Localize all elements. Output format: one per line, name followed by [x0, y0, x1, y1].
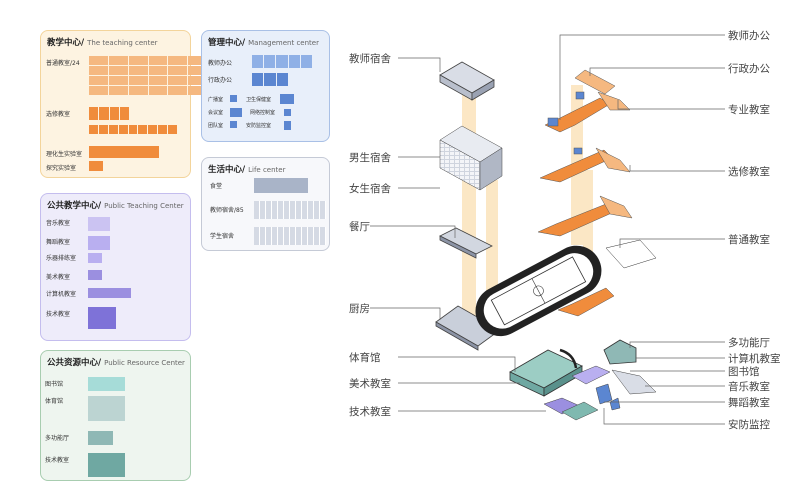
callout-computer-room: 计算机教室	[728, 353, 781, 365]
legend-label-music-room: 音乐教室	[46, 220, 71, 227]
science-lab-block	[89, 146, 159, 158]
legend-label-meeting-room: 会议室	[208, 110, 224, 116]
callout-gym: 体育馆	[349, 352, 381, 364]
meeting-room-block	[230, 108, 242, 117]
art-room-block	[88, 270, 102, 280]
legend-label-network-room: 网络控制室	[250, 110, 276, 116]
multifunction-hall-building	[603, 339, 637, 365]
callout-multifunction-hall: 多功能厅	[728, 337, 770, 349]
music-room-block	[88, 217, 110, 231]
multifunction-hall-block	[88, 431, 113, 445]
life-center-panel: 生活中心/Life center 食堂 教师宿舍/85 学生宿舍	[201, 157, 330, 251]
tech-classroom-block	[88, 453, 125, 477]
public-teaching-center-title: 公共教学中心/Public Teaching Center	[47, 201, 184, 211]
callout-dance-room: 舞蹈教室	[728, 397, 770, 409]
callout-security-monitor: 安防监控	[728, 419, 770, 431]
legend-label-canteen: 食堂	[210, 183, 223, 190]
canteen-block	[254, 178, 308, 193]
student-dorm-buildings	[439, 125, 503, 191]
legend-label-student-dorm: 学生宿舍	[210, 233, 235, 240]
legend-label-broadcast: 广播室	[208, 97, 224, 103]
dance-room-block	[88, 236, 110, 250]
management-center-panel: 管理中心/Management center 教师办公 行政办公 广播室 卫生保…	[201, 30, 330, 142]
health-room-block	[280, 94, 294, 104]
public-teaching-blocks	[543, 365, 657, 421]
callout-kitchen: 厨房	[349, 303, 370, 315]
instrument-room-block	[88, 253, 102, 263]
teaching-center-title: 教学中心/The teaching center	[47, 38, 158, 48]
network-room-block	[284, 109, 291, 116]
legend-label-library: 图书馆	[45, 381, 64, 388]
teaching-center-panel: 教学中心/The teaching center 普通教室/24 选修教室 理化…	[40, 30, 207, 178]
tech-room-block	[88, 307, 116, 329]
legend-label-art-room: 美术教室	[46, 274, 71, 281]
library-block	[88, 377, 125, 391]
canteen-building	[439, 227, 493, 259]
callout-admin-office: 行政办公	[728, 63, 770, 75]
legend-label-elective-classroom: 选修教室	[46, 111, 71, 118]
legend-label-team-room: 团队室	[208, 123, 224, 129]
teaching-wings	[537, 69, 657, 317]
teacher-dorm-building	[439, 61, 495, 101]
legend-label-admin-office: 行政办公	[208, 77, 233, 84]
regular-classroom-blocks	[89, 56, 207, 95]
callout-major-classroom: 专业教室	[728, 104, 770, 116]
elective-classroom-blocks-row2	[89, 125, 177, 134]
public-teaching-center-panel: 公共教学中心/Public Teaching Center 音乐教室 舞蹈教室 …	[40, 193, 191, 341]
legend-label-security-monitor: 安防监控室	[246, 123, 272, 129]
legend-label-tech-classroom: 技术教室	[45, 457, 70, 464]
legend-label-teacher-office: 教师办公	[208, 60, 233, 67]
callout-teacher-dorm: 教师宿舍	[349, 53, 391, 65]
callout-tech-room: 技术教室	[349, 406, 391, 418]
security-monitor-block	[284, 121, 291, 130]
callout-dining-hall: 餐厅	[349, 221, 370, 233]
legend-label-teacher-dorm: 教师宿舍/85	[210, 207, 244, 214]
callout-teacher-office: 教师办公	[728, 30, 770, 42]
gym-block	[88, 396, 125, 421]
legend-label-tech-room: 技术教室	[46, 311, 71, 318]
callout-elective-classroom: 选修教室	[728, 166, 770, 178]
public-resource-center-panel: 公共资源中心/Public Resource Center 图书馆 体育馆 多功…	[40, 350, 191, 481]
life-center-title: 生活中心/Life center	[208, 165, 286, 175]
student-dorm-block	[254, 227, 326, 245]
research-lab-block	[89, 161, 103, 171]
gym-building	[509, 348, 583, 397]
broadcast-block	[230, 95, 237, 102]
legend-label-research-lab: 探究实验室	[46, 165, 77, 172]
legend-label-gym: 体育馆	[45, 398, 64, 405]
callout-girls-dorm: 女生宿舍	[349, 183, 391, 195]
public-resource-center-title: 公共资源中心/Public Resource Center	[47, 358, 185, 368]
legend-label-regular-classroom: 普通教室/24	[46, 60, 80, 67]
elective-classroom-blocks	[89, 107, 129, 120]
callout-library: 图书馆	[728, 366, 760, 378]
legend-label-instrument-room: 乐器排练室	[46, 255, 77, 262]
callout-art-room: 美术教室	[349, 378, 391, 390]
callout-music-room: 音乐教室	[728, 381, 770, 393]
admin-office-blocks	[252, 73, 288, 86]
legend-label-computer-room: 计算机教室	[46, 291, 77, 298]
callout-boys-dorm: 男生宿舍	[349, 152, 391, 164]
team-room-block	[230, 121, 237, 128]
legend-label-health-room: 卫生保健室	[246, 97, 272, 103]
management-center-title: 管理中心/Management center	[208, 38, 319, 48]
teacher-office-blocks	[252, 55, 312, 68]
leader-lines	[370, 34, 725, 425]
computer-room-block	[88, 288, 131, 298]
callout-regular-classroom: 普通教室	[728, 234, 770, 246]
teacher-dorm-block	[254, 201, 326, 219]
running-track	[475, 245, 602, 337]
legend-label-science-lab: 理化生实验室	[46, 151, 83, 158]
campus-axonometric-diagram	[370, 34, 725, 425]
legend-label-multifunction-hall: 多功能厅	[45, 435, 70, 442]
legend-label-dance-room: 舞蹈教室	[46, 239, 71, 246]
